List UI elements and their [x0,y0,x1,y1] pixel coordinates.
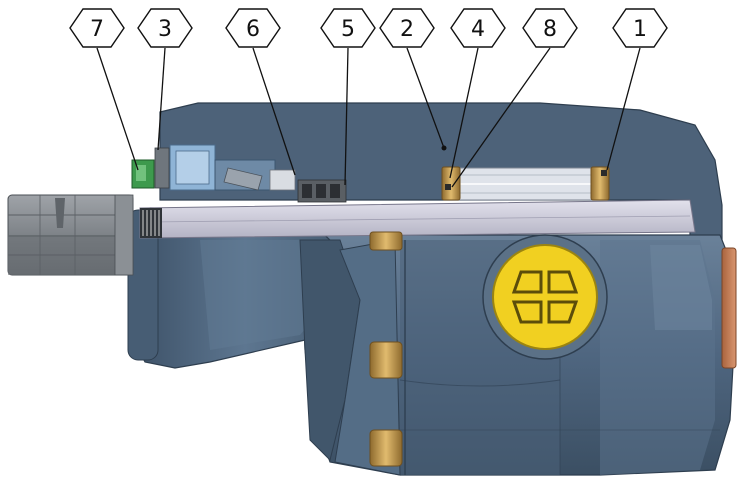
front-flange [127,207,401,476]
hexagon-callout-icon [379,8,435,48]
callout-label: 8 [543,17,557,42]
callout-label: 1 [633,17,647,42]
callout-5: 5 [320,8,376,48]
callout-7: 7 [69,8,125,48]
copper-fitting [721,247,737,369]
hexagon-callout-icon [450,8,506,48]
seal-pack-5 [297,179,347,203]
callout-label: 7 [90,17,104,42]
callout-label: 4 [471,17,485,42]
splined-shaft-end [7,194,134,276]
callout-6: 6 [225,8,281,48]
hexagon-callout-icon [69,8,125,48]
piston-bore [457,167,595,201]
callout-2: 2 [379,8,435,48]
hexagon-callout-icon [137,8,193,48]
callout-1: 1 [612,8,668,48]
hexagon-callout-icon [225,8,281,48]
hexagon-callout-icon [522,8,578,48]
bronze-bushing-right [590,166,610,201]
hexagon-callout-icon [320,8,376,48]
callout-label: 3 [158,17,172,42]
bronze-bushing-left [441,166,461,201]
callout-label: 6 [246,17,260,42]
leader-lines [96,47,641,188]
shaft [139,199,696,239]
brass-plugs [369,231,403,467]
leader-dot [441,145,447,151]
callout-label: 5 [341,17,355,42]
callout-4: 4 [450,8,506,48]
front-bearing [169,144,296,191]
callout-label: 2 [400,17,414,42]
callout-8: 8 [522,8,578,48]
hexagon-callout-icon [612,8,668,48]
callout-3: 3 [137,8,193,48]
cross-plug-icon [482,234,608,360]
